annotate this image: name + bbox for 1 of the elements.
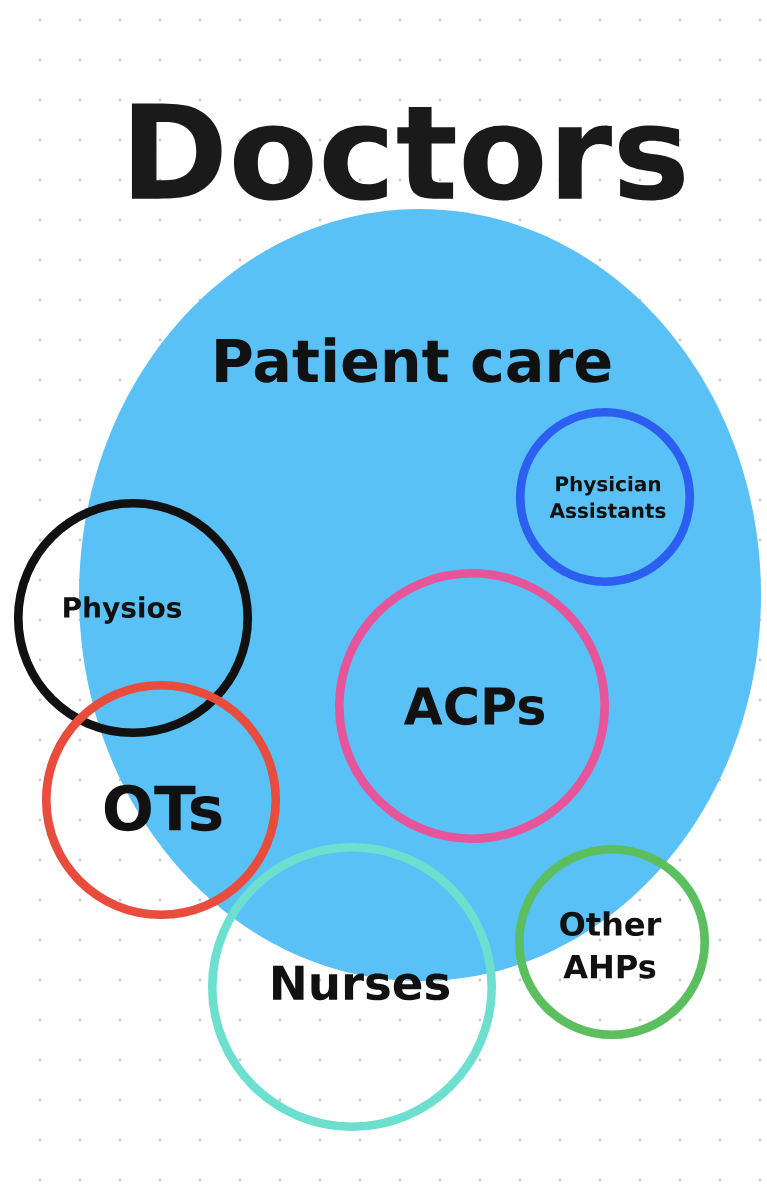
title: Doctors: [131, 103, 684, 201]
